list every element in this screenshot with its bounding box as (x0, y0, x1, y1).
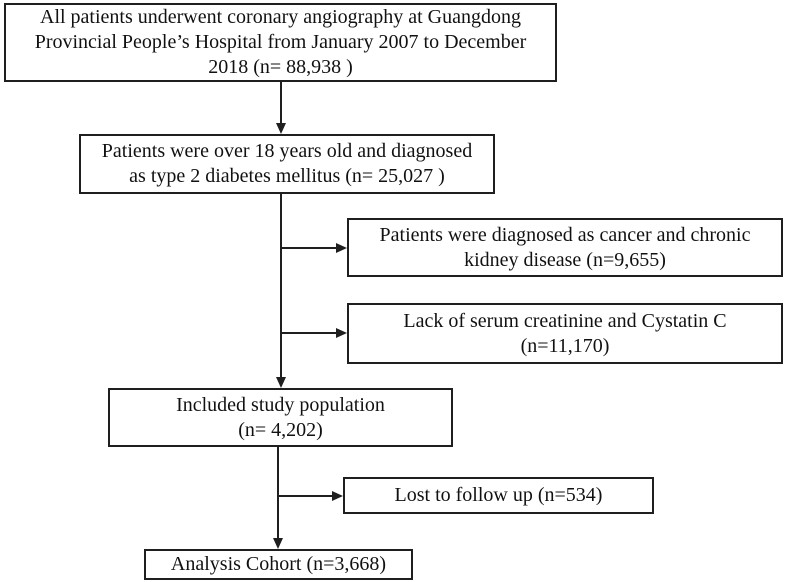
node-text-line: Provincial People’s Hospital from Januar… (34, 31, 527, 53)
node-text-line: as type 2 diabetes mellitus (n= 25,027 ) (129, 165, 445, 187)
node-text-line: Analysis Cohort (n=3,668) (170, 553, 387, 575)
node-t2dm-over-18: Patients were over 18 years old and diag… (79, 134, 495, 194)
node-text-line: kidney disease (n=9,655) (464, 248, 666, 271)
arrow-t2dm-to-included (276, 194, 286, 388)
node-text-line: (n= 4,202) (238, 418, 323, 441)
node-excluded-lack-labs: Lack of serum creatinine and Cystatin C … (347, 303, 783, 364)
arrow-branch-lost-followup (278, 491, 343, 501)
node-text-line: 2018 (n= 88,938 ) (208, 56, 353, 78)
node-text-line: All patients underwent coronary angiogra… (40, 6, 521, 28)
node-text-line: Patients were over 18 years old and diag… (101, 140, 473, 162)
node-coronary-angiography-population: All patients underwent coronary angiogra… (4, 3, 557, 82)
node-excluded-cancer-ckd: Patients were diagnosed as cancer and ch… (347, 218, 783, 277)
arrow-included-to-analysis (273, 447, 283, 549)
node-analysis-cohort: Analysis Cohort (n=3,668) (144, 549, 413, 580)
node-text-line: Lost to follow up (n=534) (394, 484, 603, 506)
arrow-branch-lack-labs (281, 328, 347, 338)
node-included-population: Included study population (n= 4,202) (108, 388, 453, 447)
arrow-angiography-to-t2dm (276, 82, 286, 134)
arrow-branch-cancer-ckd (281, 243, 347, 253)
node-text-line: Lack of serum creatinine and Cystatin C (403, 309, 727, 332)
node-text-line: Included study population (176, 393, 385, 416)
node-lost-followup: Lost to follow up (n=534) (343, 477, 654, 514)
node-text-line: (n=11,170) (520, 334, 610, 357)
node-text-line: Patients were diagnosed as cancer and ch… (379, 223, 751, 246)
